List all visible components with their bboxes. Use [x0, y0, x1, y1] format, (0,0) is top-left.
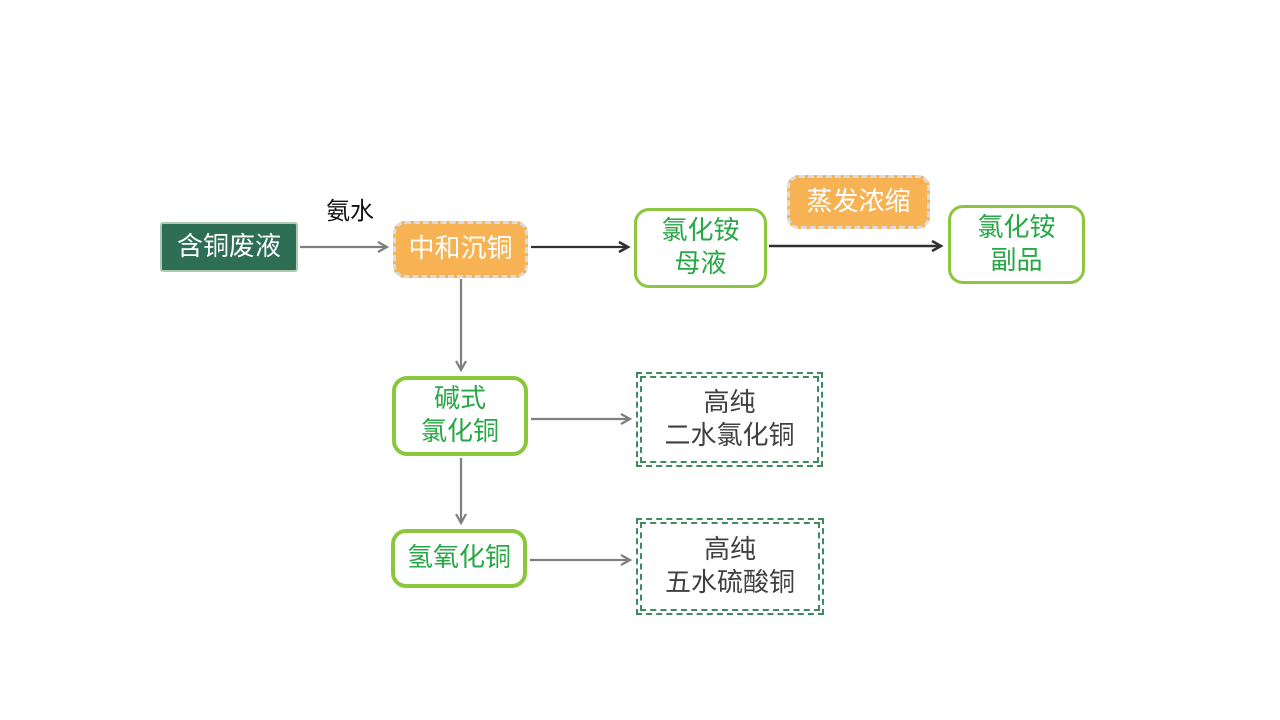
node-ammonium-chloride-byproduct: 氯化铵 副品: [948, 205, 1085, 284]
node-basic-copper-chloride: 碱式 氯化铜: [392, 376, 528, 456]
node-neutralization-copper-precipitation: 中和沉铜: [393, 221, 528, 278]
node-high-purity-copper-chloride-dihydrate: 高纯 二水氯化铜: [636, 372, 823, 467]
node-high-purity-copper-sulfate-pentahydrate: 高纯 五水硫酸铜: [636, 518, 824, 615]
node-ammonium-chloride-mother-liquor: 氯化铵 母液: [634, 208, 767, 288]
edge-label-ammonia: 氨水: [326, 197, 374, 225]
node-copper-hydroxide: 氢氧化铜: [391, 529, 527, 588]
node-evaporation-concentration: 蒸发浓缩: [787, 175, 930, 229]
node-copper-waste-liquid: 含铜废液: [160, 222, 298, 272]
